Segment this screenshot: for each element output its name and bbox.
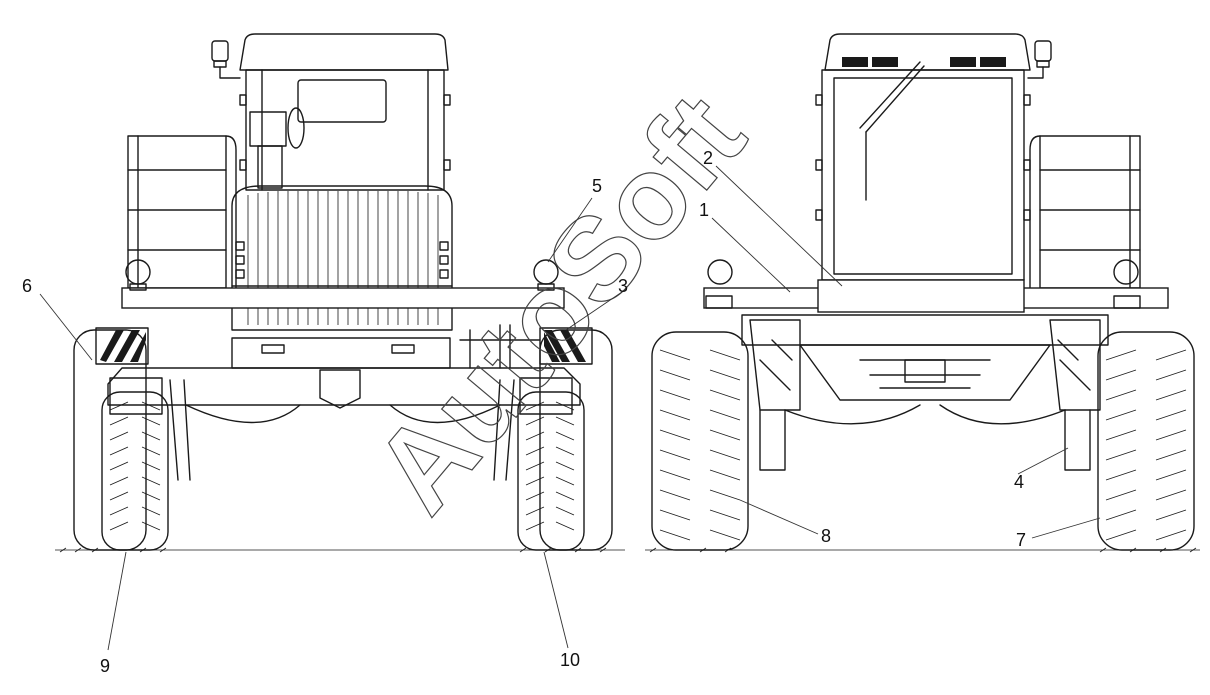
callout-6: 6 <box>22 276 32 296</box>
roof-lights <box>842 57 1006 67</box>
lift-arm-right <box>1049 319 1101 471</box>
callout-8: 8 <box>821 526 831 546</box>
rear-tire-left <box>651 331 749 551</box>
callout-10: 10 <box>560 650 580 670</box>
wiper <box>859 61 925 133</box>
air-filter <box>249 111 287 147</box>
lift-arm-left <box>749 319 801 471</box>
callout-3: 3 <box>618 276 628 296</box>
front-axle <box>107 367 581 406</box>
rear-lamp-left-icon <box>705 259 733 309</box>
cab-window <box>297 79 387 123</box>
beacon-lamp-rear-icon <box>1027 40 1052 79</box>
work-lamp-left-icon <box>125 259 151 291</box>
leader-lines <box>39 165 1101 651</box>
cab-roof <box>239 33 449 71</box>
front-beam <box>121 287 565 309</box>
license-plate-left <box>109 377 163 415</box>
cab-rear-window <box>821 69 1025 281</box>
front-tire-right <box>517 329 613 551</box>
beacon-lamp-icon <box>211 40 241 79</box>
tow-hitch <box>319 369 361 409</box>
rear-tire-right <box>1097 331 1195 551</box>
hazard-panel-left <box>95 327 149 365</box>
drive-assembly <box>799 344 1051 401</box>
rear-cross-member <box>817 279 1025 313</box>
callout-1: 2 <box>703 148 713 168</box>
callout-2: 1 <box>699 200 709 220</box>
right-platform-ladder <box>1029 135 1141 289</box>
rear-view <box>645 33 1200 553</box>
front-tire-left <box>73 329 169 551</box>
license-plate-right <box>519 377 573 415</box>
rear-frame <box>741 314 1109 346</box>
left-platform-ladder <box>127 135 237 289</box>
rear-lamp-right-icon <box>1113 259 1141 309</box>
pre-cleaner <box>287 107 305 149</box>
front-view <box>55 33 625 553</box>
callout-9: 9 <box>100 656 110 676</box>
callout-5: 5 <box>592 176 602 196</box>
callout-7: 7 <box>1016 530 1026 550</box>
work-lamp-right-icon <box>533 259 559 291</box>
cab-body <box>245 69 445 191</box>
cab-roof-rear <box>824 33 1031 71</box>
callout-4: 4 <box>1014 472 1024 492</box>
